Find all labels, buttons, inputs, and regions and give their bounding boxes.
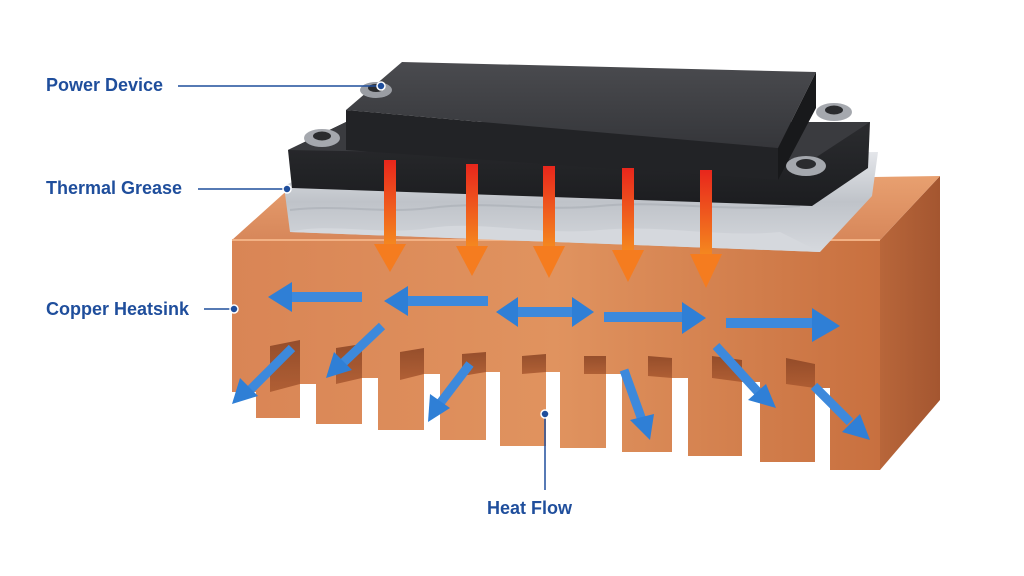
mounting-screw-icon — [816, 103, 852, 121]
power-device — [288, 62, 870, 206]
label-copper-heatsink: Copper Heatsink — [46, 299, 189, 320]
mounting-screw-icon — [304, 129, 340, 147]
leader-power-device — [178, 82, 385, 90]
leader-thermal-grease — [198, 185, 291, 193]
leader-copper-heatsink — [204, 305, 238, 313]
mounting-screw-icon — [360, 82, 392, 98]
label-heat-flow: Heat Flow — [487, 498, 572, 519]
heatsink-front-face — [232, 240, 880, 470]
mounting-screw-icon — [786, 156, 826, 176]
label-power-device: Power Device — [46, 75, 163, 96]
label-thermal-grease: Thermal Grease — [46, 178, 182, 199]
